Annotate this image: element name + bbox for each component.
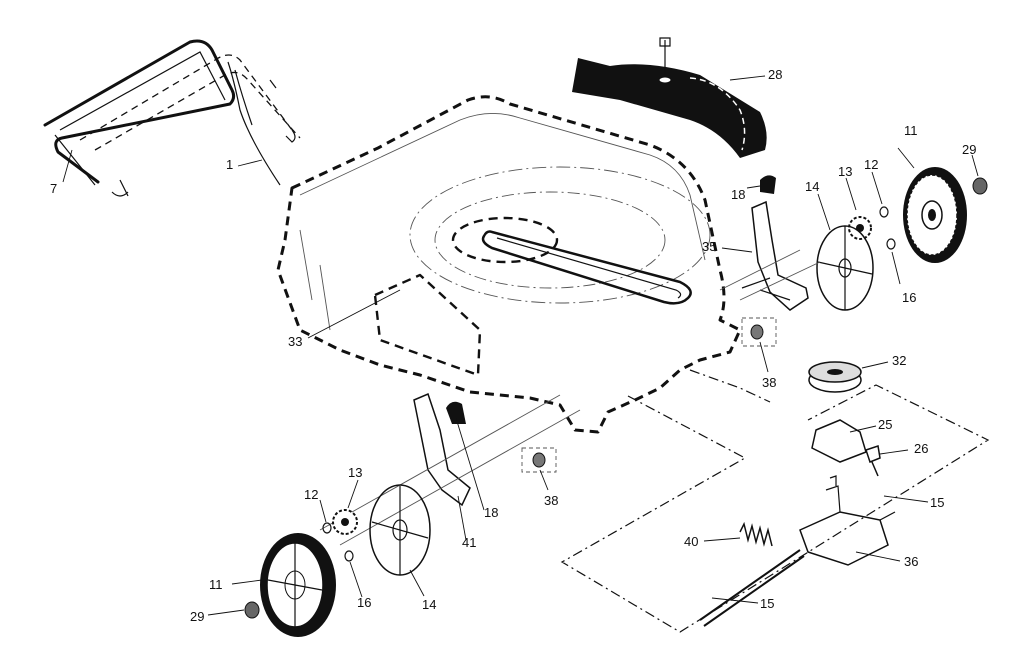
part-label-38-right: 38 (762, 375, 777, 390)
left-height-adjuster (413, 392, 471, 507)
leader-lines (62, 75, 979, 616)
right-spacer (750, 324, 764, 340)
bolt (865, 445, 881, 477)
left-wheel-nut (244, 601, 260, 619)
spacer-outlines (521, 317, 777, 473)
left-washer-12 (322, 522, 332, 534)
right-wheel-plate (816, 225, 874, 311)
part-label-15-upper: 15 (930, 495, 945, 510)
part-label-32: 32 (892, 353, 907, 368)
handle-assembly (43, 39, 301, 197)
part-label-33: 33 (288, 334, 303, 349)
pulley (808, 361, 862, 393)
part-label-28: 28 (768, 67, 783, 82)
drive-belt (481, 230, 692, 305)
left-spacer (532, 452, 546, 468)
left-wheel-plate (369, 484, 431, 576)
part-label-16-left: 16 (357, 595, 372, 610)
bracket (811, 419, 867, 463)
part-label-12-right: 12 (864, 157, 879, 172)
transmission-boundary (560, 369, 990, 633)
part-label-12-left: 12 (304, 487, 319, 502)
left-washer-16 (344, 550, 354, 562)
part-label-26: 26 (914, 441, 929, 456)
right-wheel-nut (972, 177, 988, 195)
part-label-18-right: 18 (731, 187, 746, 202)
part-label-11-left: 11 (209, 577, 223, 592)
baffle-part (572, 37, 767, 158)
part-label-35: 35 (702, 239, 717, 254)
gearbox (699, 475, 896, 627)
part-label-29-left: 29 (190, 609, 205, 624)
part-label-13-right: 13 (838, 164, 853, 179)
part-label-29-right: 29 (962, 142, 977, 157)
part-label-41: 41 (462, 535, 477, 550)
part-label-7: 7 (50, 181, 58, 196)
right-height-adjuster (741, 175, 809, 311)
right-washer-16 (886, 238, 896, 250)
part-label-1: 1 (226, 157, 234, 172)
right-wheel (903, 167, 967, 263)
part-label-14-left: 14 (422, 597, 437, 612)
right-axle (719, 249, 821, 301)
part-label-40: 40 (684, 534, 699, 549)
left-wheel (260, 533, 336, 637)
right-washer-12 (879, 206, 889, 218)
spring (739, 521, 773, 547)
part-label-38-left: 38 (544, 493, 559, 508)
left-axle (319, 394, 581, 546)
part-label-14-right: 14 (805, 179, 820, 194)
part-label-36: 36 (904, 554, 919, 569)
mower-deck (276, 95, 742, 434)
part-label-25: 25 (878, 417, 893, 432)
part-label-11-right: 11 (904, 123, 918, 138)
part-label-16-right: 16 (902, 290, 917, 305)
part-label-15-lower: 15 (760, 596, 775, 611)
part-label-18-left: 18 (484, 505, 499, 520)
left-gear (332, 509, 358, 535)
part-label-13-left: 13 (348, 465, 363, 480)
